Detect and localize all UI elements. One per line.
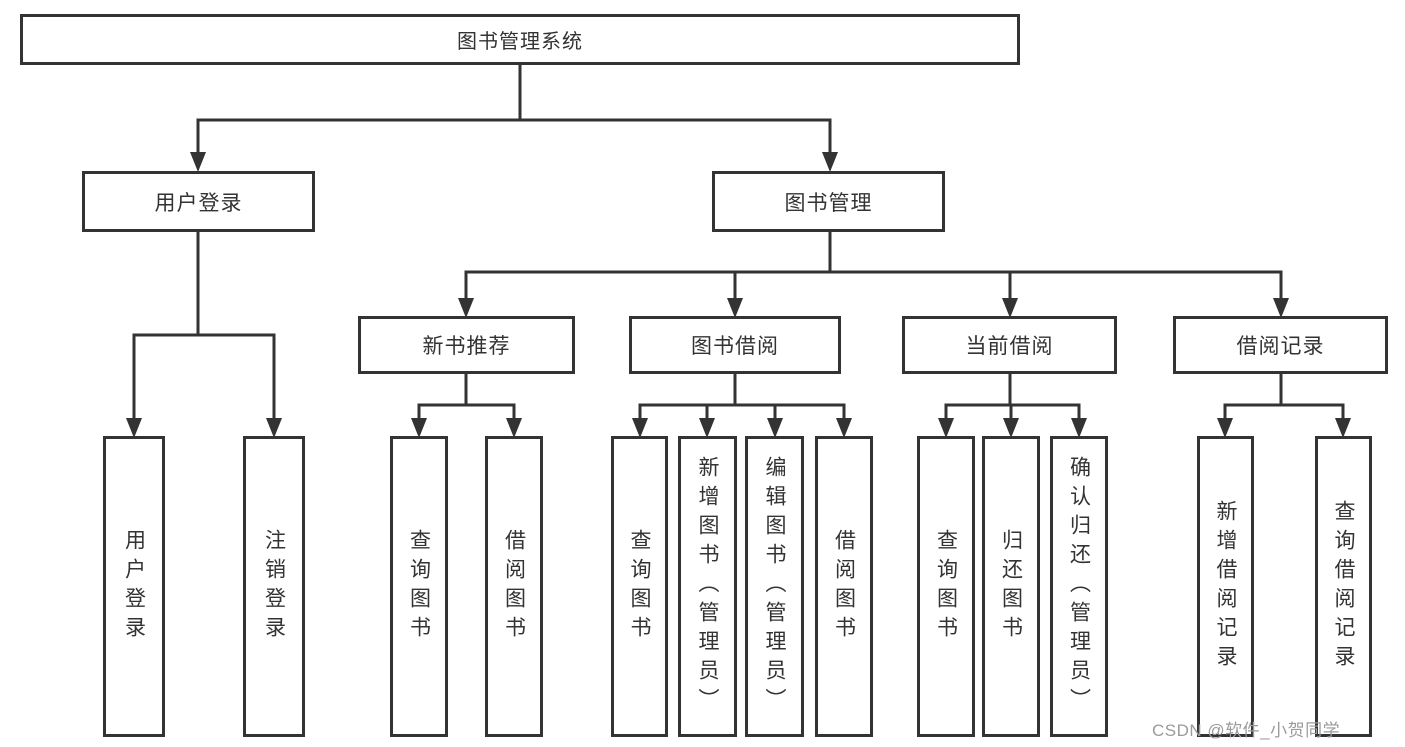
leaf-return-books: 归还图书 xyxy=(982,436,1040,737)
leaf-user-login: 用户登录 xyxy=(103,436,165,737)
leaf-query-books-borrow: 查询图书 xyxy=(611,436,668,737)
leaf-query-books-recommend: 查询图书 xyxy=(390,436,448,737)
node-borrow-records: 借阅记录 xyxy=(1173,316,1388,374)
leaf-borrow-books-recommend: 借阅图书 xyxy=(485,436,543,737)
node-user-login-branch: 用户登录 xyxy=(82,171,315,232)
leaf-add-borrow-record: 新增借阅记录 xyxy=(1197,436,1254,737)
node-book-management: 图书管理 xyxy=(712,171,945,232)
node-new-book-recommend: 新书推荐 xyxy=(358,316,575,374)
leaf-query-borrow-record: 查询借阅记录 xyxy=(1315,436,1372,737)
node-library-system: 图书管理系统 xyxy=(20,14,1020,65)
leaf-confirm-return-admin: 确认归还（管理员） xyxy=(1050,436,1108,737)
node-current-borrow: 当前借阅 xyxy=(902,316,1117,374)
leaf-query-books-current: 查询图书 xyxy=(917,436,975,737)
leaf-add-book-admin: 新增图书（管理员） xyxy=(678,436,737,737)
node-book-borrow: 图书借阅 xyxy=(629,316,841,374)
leaf-edit-book-admin: 编辑图书（管理员） xyxy=(745,436,804,737)
leaf-logout: 注销登录 xyxy=(243,436,305,737)
watermark: CSDN @软件_小贺同学 xyxy=(1152,721,1341,740)
leaf-borrow-books: 借阅图书 xyxy=(815,436,873,737)
